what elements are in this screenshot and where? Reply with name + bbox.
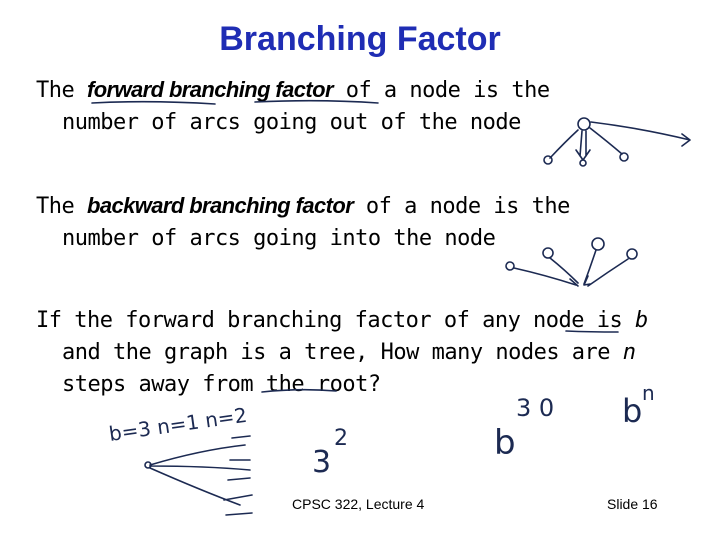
backward-node-top <box>591 237 605 251</box>
forward-arc-far <box>590 121 691 147</box>
tree-question: If the forward branching factor of any n… <box>36 305 648 401</box>
handwritten-thirty: 3 0 <box>516 394 554 422</box>
forward-node-root <box>577 117 591 131</box>
backward-arcs <box>513 249 629 287</box>
backward-node-mid <box>542 247 554 259</box>
handwritten-b: b <box>494 423 516 463</box>
p2-line2: number of arcs going into the node <box>62 226 496 251</box>
footer-course: CPSC 322, Lecture 4 <box>292 496 425 512</box>
footer-slide-number: Slide 16 <box>607 496 658 512</box>
p1-prefix: The <box>36 78 87 103</box>
backward-branching-term: backward branching factor <box>86 193 354 218</box>
backward-arrowheads <box>569 275 591 287</box>
p1-line2: number of arcs going out of the node <box>62 110 521 135</box>
forward-node-right <box>619 152 629 162</box>
backward-node-left <box>505 261 515 271</box>
backward-node-right <box>626 248 638 260</box>
forward-arc-down <box>575 130 591 161</box>
underline-root <box>261 388 337 393</box>
forward-branching-term: forward branching factor <box>86 77 334 102</box>
slide-title: Branching Factor <box>219 20 501 58</box>
symbol-b: b <box>635 308 648 333</box>
handwritten-params: b=3 n=1 n=2 <box>107 403 248 446</box>
p2-prefix: The <box>36 194 87 219</box>
handwritten-bn-base: b <box>622 392 642 430</box>
p3-line3: steps away from the root? <box>62 372 381 397</box>
tree-branches <box>149 435 253 516</box>
underline-forward-term <box>91 99 379 105</box>
symbol-n: n <box>622 340 636 365</box>
handwritten-three-base: 3 <box>312 445 331 480</box>
forward-node-left <box>543 155 553 165</box>
forward-node-down <box>579 159 587 167</box>
backward-branching-definition: The backward branching factor of a node … <box>36 190 570 255</box>
p1-suffix: of a node is the <box>332 78 550 103</box>
p3-line2: and the graph is a tree, How many nodes … <box>62 340 623 365</box>
p3-line1: If the forward branching factor of any n… <box>36 308 636 333</box>
underline-b <box>565 330 619 333</box>
handwritten-three-exp: 2 <box>334 426 348 451</box>
handwritten-bn-exp: n <box>642 381 655 405</box>
forward-branching-definition: The forward branching factor of a node i… <box>36 74 550 139</box>
forward-arc-left <box>549 129 579 159</box>
p2-suffix: of a node is the <box>353 194 570 219</box>
forward-arc-right <box>589 127 623 155</box>
